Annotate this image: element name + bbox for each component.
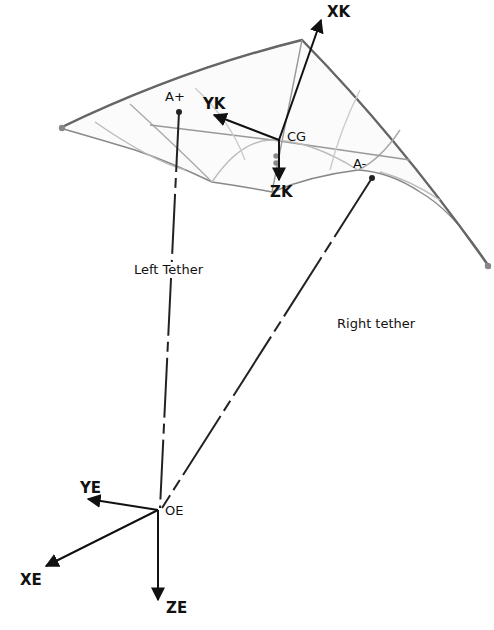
axis-label: YE bbox=[80, 480, 101, 497]
anchor-label: A+ bbox=[165, 90, 185, 104]
axis-label: ZK bbox=[270, 184, 293, 201]
kite-sail bbox=[60, 40, 491, 269]
tether-label: Left Tether bbox=[132, 262, 205, 278]
axis-label: ZE bbox=[166, 600, 187, 617]
axis-label: YK bbox=[203, 96, 226, 113]
point-label: CG bbox=[287, 130, 306, 144]
kite-axes bbox=[214, 20, 321, 180]
tethers bbox=[160, 110, 374, 508]
tether-label: Right tether bbox=[335, 316, 417, 332]
earth-axes bbox=[46, 499, 158, 600]
axis-label: XE bbox=[20, 572, 42, 589]
axis-label: XK bbox=[327, 4, 350, 21]
origin-label: OE bbox=[165, 504, 183, 518]
anchor-label: A- bbox=[353, 157, 366, 171]
